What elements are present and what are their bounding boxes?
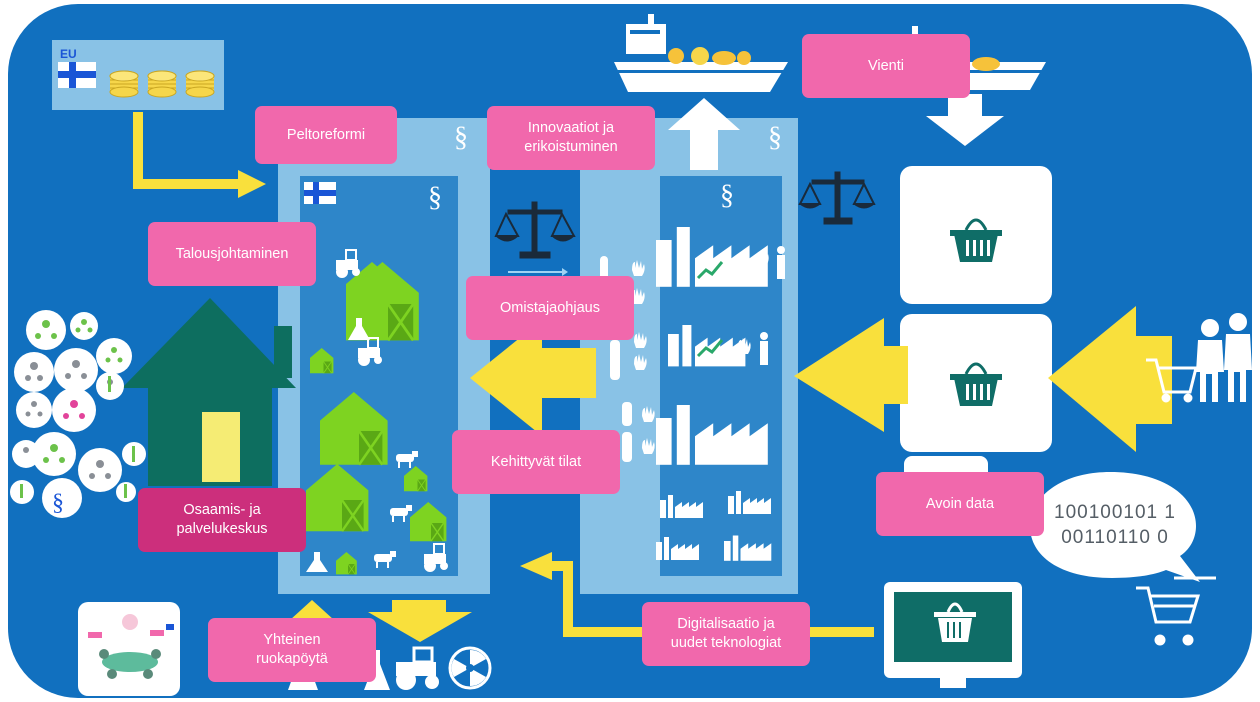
house-icon: [122, 298, 296, 486]
shopping-cart-icon: [1146, 358, 1198, 403]
people-icon: [1196, 313, 1252, 402]
section-icon: §: [454, 122, 468, 153]
network-icon: [10, 310, 146, 518]
silo-icon: [610, 340, 620, 380]
scale-icon: [798, 171, 876, 225]
section-icon: §: [428, 182, 442, 213]
section-icon: §: [768, 122, 782, 153]
tractor-icon: [396, 646, 439, 690]
food-table-up-arrow: [290, 600, 334, 620]
label-peltoreformi: Peltoreformi: [255, 106, 397, 164]
food-table-down-arrow: [368, 600, 472, 642]
shopping-cart-icon: [1136, 576, 1216, 646]
binary-text: 100100101 1 00110110 0: [1054, 502, 1176, 548]
info-icon: [20, 376, 135, 498]
coin-stack-icon: [147, 70, 177, 98]
label-avoin-data: Avoin data: [876, 472, 1044, 536]
market-arrow: [794, 318, 908, 432]
section-icon: §: [720, 180, 734, 211]
growth-chart-icon: [696, 339, 724, 358]
coin-stack-icon: [109, 70, 139, 98]
finland-flag-icon: [58, 62, 96, 88]
label-vienti: Vienti: [802, 34, 970, 98]
finland-flag-icon: [304, 182, 336, 204]
scale-icon: [494, 201, 576, 259]
monitor-icon: [884, 582, 1022, 688]
section-icon: §: [52, 490, 64, 516]
label-talousjohtaminen: Talousjohtaminen: [148, 222, 316, 286]
network-node-icon: [23, 319, 123, 479]
silo-icon: [622, 402, 632, 426]
person-icon: [760, 246, 785, 365]
eu-arrow: [133, 112, 240, 189]
label-omistajaohjaus: Omistajaohjaus: [466, 276, 634, 340]
coin-stack-icon: [185, 70, 215, 98]
meeting-icon: [78, 602, 180, 696]
eu-text: EU: [60, 47, 77, 61]
label-digitalisaatio: Digitalisaatio ja uudet teknologiat: [642, 602, 810, 666]
growth-chart-icon: [696, 261, 724, 280]
ship-icon: [614, 14, 790, 92]
industry-to-farm-arrow: [470, 320, 596, 436]
label-yhteinen: Yhteinen ruokapöytä: [208, 618, 376, 682]
export-up-arrow: [668, 98, 740, 170]
label-innovaatiot: Innovaatiot ja erikoistuminen: [487, 106, 655, 170]
flask-icon: [306, 552, 328, 572]
speech-bubble-icon: [1030, 472, 1200, 582]
flask-icon: [348, 318, 370, 340]
label-osaamis: Osaamis- ja palvelukeskus: [138, 488, 306, 552]
label-kehittyvat-tilat: Kehittyvät tilat: [452, 430, 620, 494]
consumer-arrow: [1048, 306, 1172, 452]
radiation-icon: [448, 646, 492, 690]
import-down-arrow: [926, 94, 1004, 146]
silo-icon: [622, 432, 632, 462]
